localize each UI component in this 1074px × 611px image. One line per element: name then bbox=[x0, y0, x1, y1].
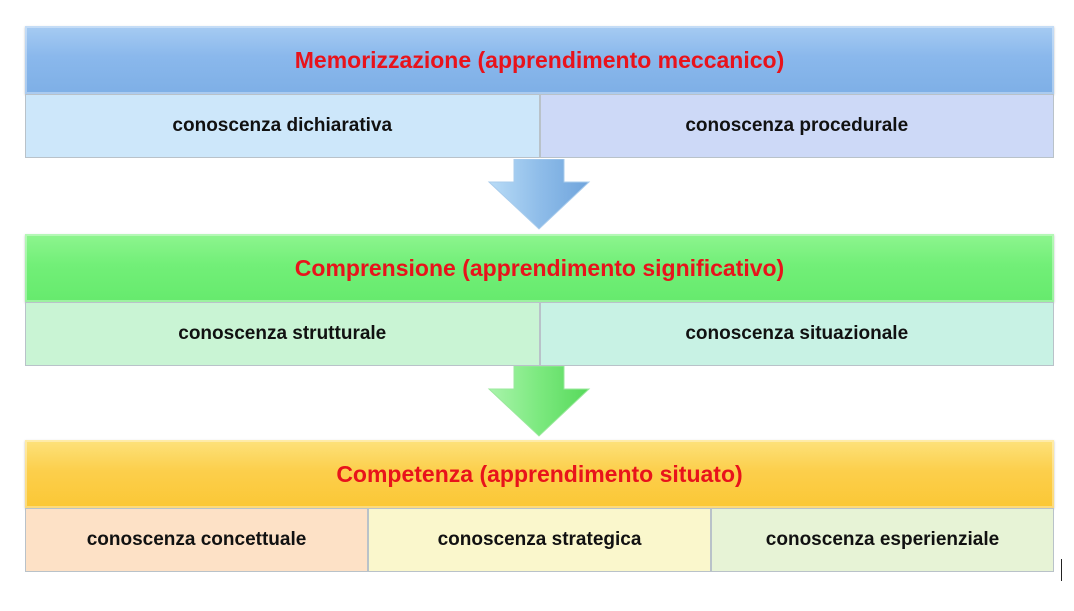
level-title: Comprensione (apprendimento significativ… bbox=[25, 234, 1054, 302]
level-memorizzazione: Memorizzazione (apprendimento meccanico)… bbox=[25, 26, 1054, 158]
knowledge-row: conoscenza dichiarativa conoscenza proce… bbox=[25, 94, 1054, 158]
level-title: Memorizzazione (apprendimento meccanico) bbox=[25, 26, 1054, 94]
knowledge-cell: conoscenza procedurale bbox=[539, 94, 1054, 158]
text-cursor bbox=[1061, 559, 1062, 581]
knowledge-cell: conoscenza dichiarativa bbox=[25, 94, 540, 158]
knowledge-cell: conoscenza strutturale bbox=[25, 302, 540, 366]
level-title: Competenza (apprendimento situato) bbox=[25, 440, 1054, 508]
knowledge-cell: conoscenza esperienziale bbox=[711, 508, 1054, 572]
knowledge-row: conoscenza strutturale conoscenza situaz… bbox=[25, 302, 1054, 366]
knowledge-cell: conoscenza concettuale bbox=[25, 508, 368, 572]
knowledge-cell: conoscenza situazionale bbox=[539, 302, 1054, 366]
knowledge-cell: conoscenza strategica bbox=[368, 508, 711, 572]
level-comprensione: Comprensione (apprendimento significativ… bbox=[25, 234, 1054, 366]
down-arrow-icon bbox=[487, 366, 591, 437]
level-competenza: Competenza (apprendimento situato) conos… bbox=[25, 440, 1054, 572]
knowledge-row: conoscenza concettuale conoscenza strate… bbox=[25, 508, 1054, 572]
down-arrow-icon bbox=[487, 159, 591, 230]
